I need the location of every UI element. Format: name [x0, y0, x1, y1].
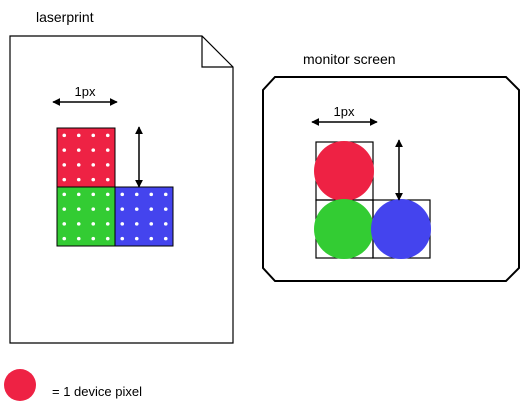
- toner-dot: [91, 236, 96, 241]
- toner-dot: [105, 148, 110, 152]
- toner-dot: [91, 192, 96, 197]
- print-blue-pixel: [114, 186, 174, 247]
- toner-dot: [105, 192, 110, 197]
- toner-dot: [76, 192, 81, 197]
- toner-dot: [105, 177, 110, 182]
- monitor-blue-dot: [371, 199, 431, 259]
- paper-dogear: [201, 36, 233, 68]
- toner-dot: [163, 192, 168, 197]
- toner-dot: [120, 192, 125, 197]
- toner-dot: [134, 207, 139, 211]
- toner-dot: [62, 163, 67, 167]
- print-green-pixel: [56, 186, 116, 247]
- toner-dot: [149, 236, 154, 241]
- toner-dot: [62, 148, 67, 152]
- toner-dot: [76, 222, 81, 226]
- monitor-title: monitor screen: [303, 51, 396, 67]
- toner-dot: [163, 236, 168, 241]
- toner-dot: [91, 207, 96, 211]
- toner-dot: [149, 222, 154, 226]
- toner-dot: [134, 222, 139, 226]
- toner-dot: [76, 207, 81, 211]
- toner-dot: [91, 148, 96, 152]
- toner-dot: [105, 207, 110, 211]
- toner-dot: [62, 207, 67, 211]
- toner-dot: [105, 222, 110, 226]
- toner-dot: [62, 236, 67, 241]
- toner-dot: [163, 207, 168, 211]
- toner-dot: [105, 163, 110, 167]
- print-width-label: 1px: [75, 84, 96, 99]
- monitor-pixel-grid: [314, 141, 431, 259]
- toner-dot: [120, 236, 125, 241]
- monitor-red-dot: [314, 141, 374, 201]
- toner-dot: [76, 236, 81, 241]
- toner-dot: [62, 133, 67, 138]
- monitor-green-dot: [314, 199, 374, 259]
- monitor-width-label: 1px: [334, 104, 355, 119]
- toner-dot: [105, 133, 110, 138]
- legend-pixel-dot: [4, 369, 36, 401]
- toner-dot: [76, 177, 81, 182]
- print-red-pixel: [56, 127, 116, 188]
- toner-dot: [149, 192, 154, 197]
- toner-dot: [62, 177, 67, 182]
- toner-dot: [91, 177, 96, 182]
- toner-dot: [120, 207, 125, 211]
- toner-dot: [134, 192, 139, 197]
- toner-dot: [163, 222, 168, 226]
- toner-dot: [149, 207, 154, 211]
- toner-dot: [91, 133, 96, 138]
- laserprint-title: laserprint: [36, 9, 94, 25]
- toner-dot: [134, 236, 139, 241]
- toner-dot: [62, 192, 67, 197]
- toner-dot: [91, 163, 96, 167]
- toner-dot: [105, 236, 110, 241]
- toner-dot: [62, 222, 67, 226]
- toner-dot: [120, 222, 125, 226]
- legend-label: = 1 device pixel: [52, 384, 142, 399]
- toner-dot: [76, 163, 81, 167]
- print-pixel-grid: [56, 127, 174, 247]
- toner-dot: [76, 133, 81, 138]
- toner-dot: [76, 148, 81, 152]
- toner-dot: [91, 222, 96, 226]
